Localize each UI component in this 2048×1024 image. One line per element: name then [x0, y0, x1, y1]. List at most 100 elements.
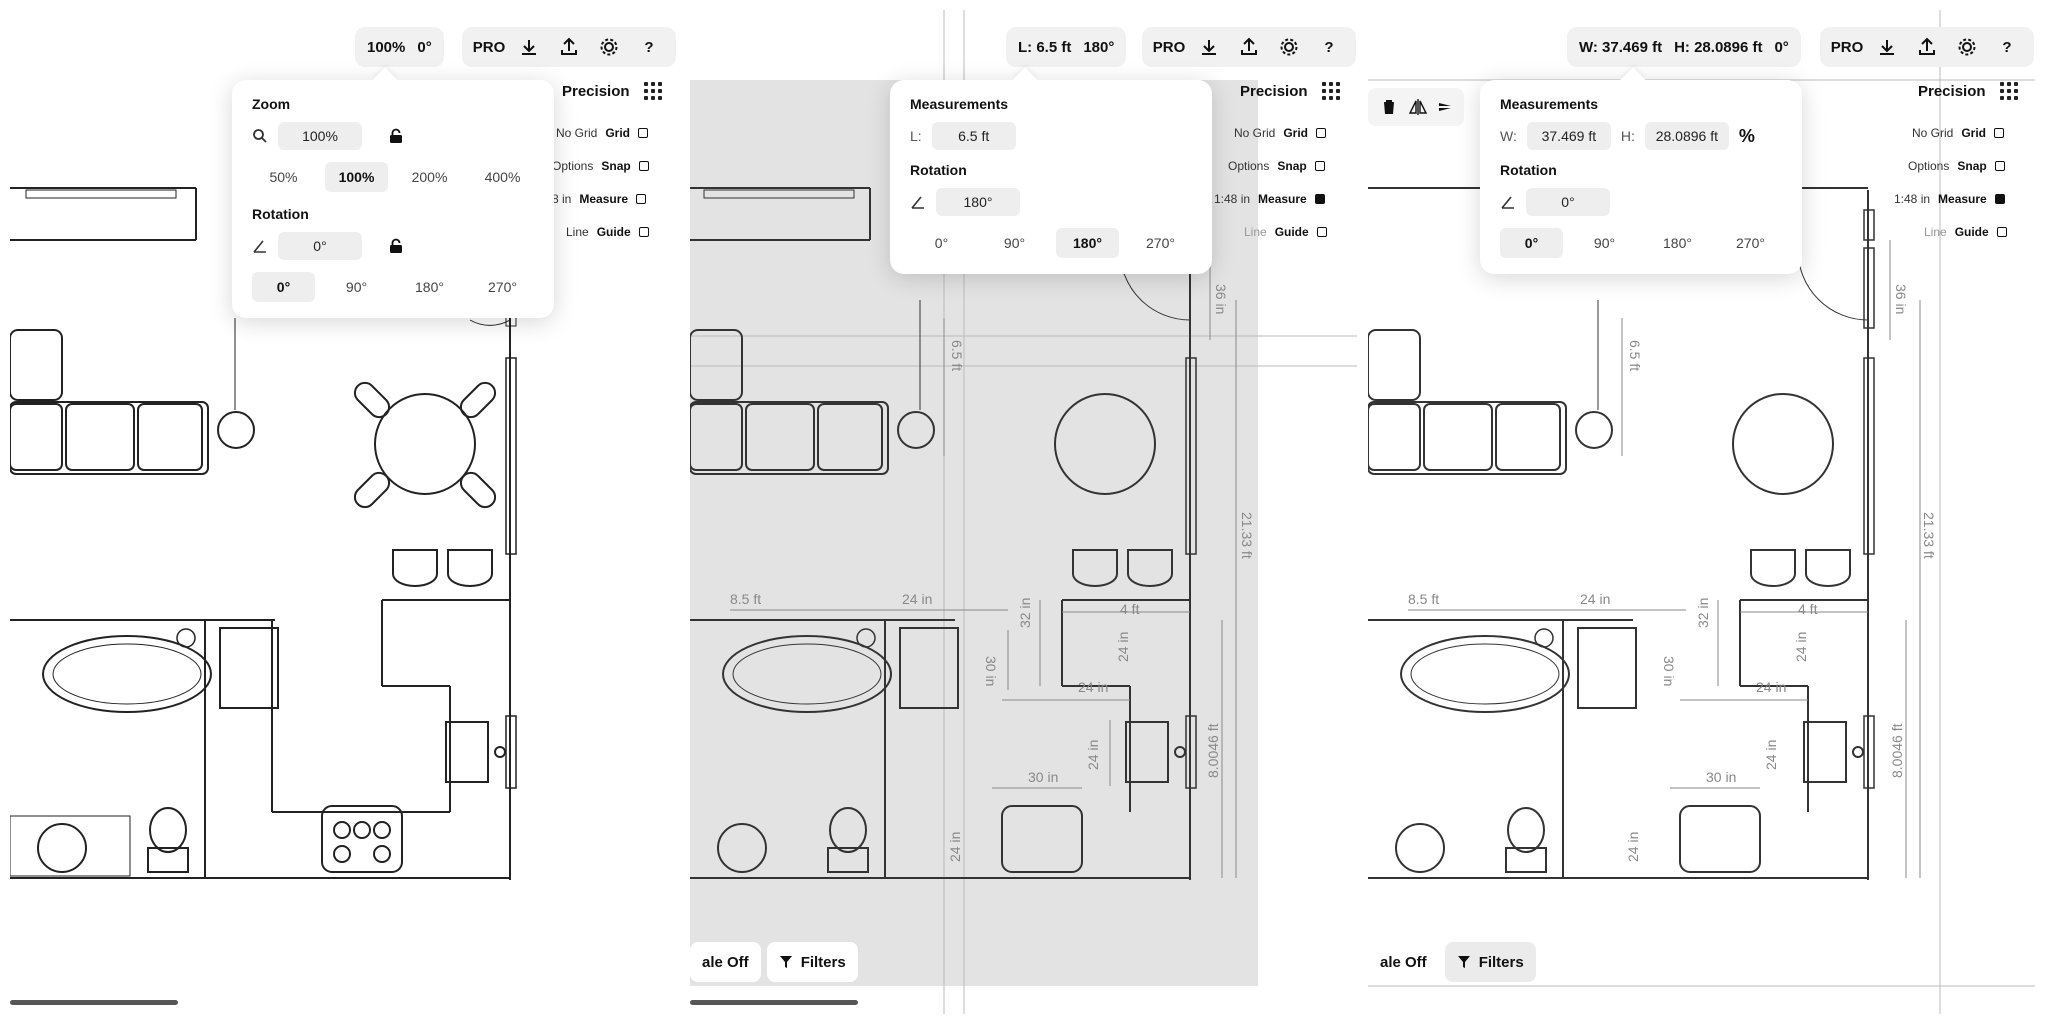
snap-checkbox[interactable]: [1314, 161, 1325, 171]
width-input[interactable]: 37.469 ft: [1526, 122, 1611, 150]
rotation-preset-180[interactable]: 180°: [1663, 235, 1692, 251]
dim-label: 24 in: [1580, 591, 1610, 607]
scale-button[interactable]: ale Off: [690, 942, 761, 982]
scale-button[interactable]: ale Off: [1368, 942, 1439, 982]
rotation-preset-180[interactable]: 180°: [1056, 228, 1119, 258]
snap-checkbox[interactable]: [1994, 161, 2005, 171]
zoom-rotation-pill[interactable]: 100% 0°: [355, 27, 444, 67]
rotation-preset-0[interactable]: 0°: [252, 272, 315, 302]
top-toolbar: PRO ?: [1142, 27, 1356, 67]
snap-option-label: Snap: [601, 159, 631, 173]
guide-checkbox[interactable]: [1996, 227, 2007, 237]
height-input[interactable]: 28.0896 ft: [1644, 122, 1729, 150]
pro-button[interactable]: PRO: [1830, 38, 1864, 56]
dim-label: 24 in: [1763, 740, 1779, 770]
rotation-input[interactable]: 180°: [936, 188, 1020, 216]
rotation-preset-0[interactable]: 0°: [1500, 228, 1563, 258]
angle-icon: [1500, 194, 1516, 210]
help-icon[interactable]: ?: [1324, 38, 1334, 56]
dim-label: 4 ft: [1798, 601, 1818, 617]
zoom-preset-50[interactable]: 50%: [269, 169, 298, 185]
precision-toggle[interactable]: Precision: [1240, 82, 1340, 100]
rotation-preset-270[interactable]: 270°: [488, 279, 517, 295]
measure-checkbox[interactable]: [1994, 194, 2005, 204]
rotation-preset-90[interactable]: 90°: [345, 279, 368, 295]
length-rotation-pill[interactable]: L: 6.5 ft 180°: [1006, 27, 1127, 67]
download-icon[interactable]: [510, 27, 548, 67]
flip-vertical-icon[interactable]: [1438, 98, 1452, 116]
pro-button[interactable]: PRO: [472, 38, 506, 56]
download-icon[interactable]: [1190, 27, 1228, 67]
dim-label: 8.0046 ft: [1889, 723, 1905, 778]
home-indicator[interactable]: [690, 1000, 858, 1005]
length-input[interactable]: 6.5 ft: [931, 122, 1016, 150]
rotation-preset-270[interactable]: 270°: [1736, 235, 1765, 251]
rotation-input[interactable]: 0°: [1526, 188, 1610, 216]
zoom-preset-100[interactable]: 100%: [325, 162, 388, 192]
measure-option-label: Measure: [1938, 192, 1987, 206]
home-indicator[interactable]: [10, 1000, 178, 1005]
measure-checkbox[interactable]: [636, 194, 647, 204]
measure-checkbox[interactable]: [1314, 194, 1325, 204]
gear-icon[interactable]: [1948, 27, 1986, 67]
grid-checkbox[interactable]: [1316, 128, 1327, 138]
zoom-presets: 50% 100% 200% 400%: [252, 162, 534, 192]
rotation-preset-0[interactable]: 0°: [934, 235, 949, 251]
flip-horizontal-icon[interactable]: [1408, 98, 1428, 116]
snap-checkbox[interactable]: [638, 161, 649, 171]
gear-icon[interactable]: [590, 27, 628, 67]
download-icon[interactable]: [1868, 27, 1906, 67]
share-icon[interactable]: [550, 27, 588, 67]
scale-label: ale Off: [1380, 953, 1427, 971]
lock-icon[interactable]: [388, 128, 404, 144]
rotation-preset-270[interactable]: 270°: [1146, 235, 1175, 251]
share-icon[interactable]: [1908, 27, 1946, 67]
precision-toggle[interactable]: Precision: [562, 82, 662, 100]
zoom-input[interactable]: 100%: [278, 122, 362, 150]
bottom-bar: ale Off Filters: [1368, 942, 1536, 982]
rotation-input[interactable]: 0°: [278, 232, 362, 260]
grid-checkbox[interactable]: [638, 128, 649, 138]
precision-toggle[interactable]: Precision: [1918, 82, 2018, 100]
filters-button[interactable]: Filters: [1444, 942, 1536, 982]
guide-option-value: Line: [566, 225, 589, 239]
rotation-preset-90[interactable]: 90°: [1003, 235, 1026, 251]
gear-icon[interactable]: [1270, 27, 1308, 67]
zoom-popover: Zoom 100% 50% 100% 200% 400% Rotation 0°…: [232, 80, 554, 318]
zoom-preset-200[interactable]: 200%: [411, 169, 448, 185]
help-icon[interactable]: ?: [2002, 38, 2012, 56]
share-icon[interactable]: [1230, 27, 1268, 67]
pro-button[interactable]: PRO: [1152, 38, 1186, 56]
snap-option-label: Snap: [1277, 159, 1307, 173]
lock-icon[interactable]: [388, 238, 404, 254]
guide-checkbox[interactable]: [1316, 227, 1327, 237]
measurements-popover: Measurements L: 6.5 ft Rotation 180° 0° …: [890, 80, 1212, 274]
zoom-preset-400[interactable]: 400%: [484, 169, 521, 185]
guide-checkbox[interactable]: [638, 227, 649, 237]
filter-icon: [779, 956, 792, 968]
filters-button[interactable]: Filters: [766, 942, 858, 982]
rotation-presets: 0° 90° 180° 270°: [910, 228, 1192, 258]
trash-icon[interactable]: [1380, 98, 1398, 116]
size-rotation-pill[interactable]: W: 37.469 ft H: 28.0896 ft 0°: [1567, 27, 1801, 67]
aspect-lock-icon[interactable]: %: [1738, 125, 1755, 146]
rotation-preset-90[interactable]: 90°: [1593, 235, 1616, 251]
rotation-preset-180[interactable]: 180°: [415, 279, 444, 295]
grid-checkbox[interactable]: [1994, 128, 2005, 138]
dim-label: 24 in: [1793, 632, 1809, 662]
dim-label: 24 in: [1115, 632, 1131, 662]
help-icon[interactable]: ?: [644, 38, 654, 56]
